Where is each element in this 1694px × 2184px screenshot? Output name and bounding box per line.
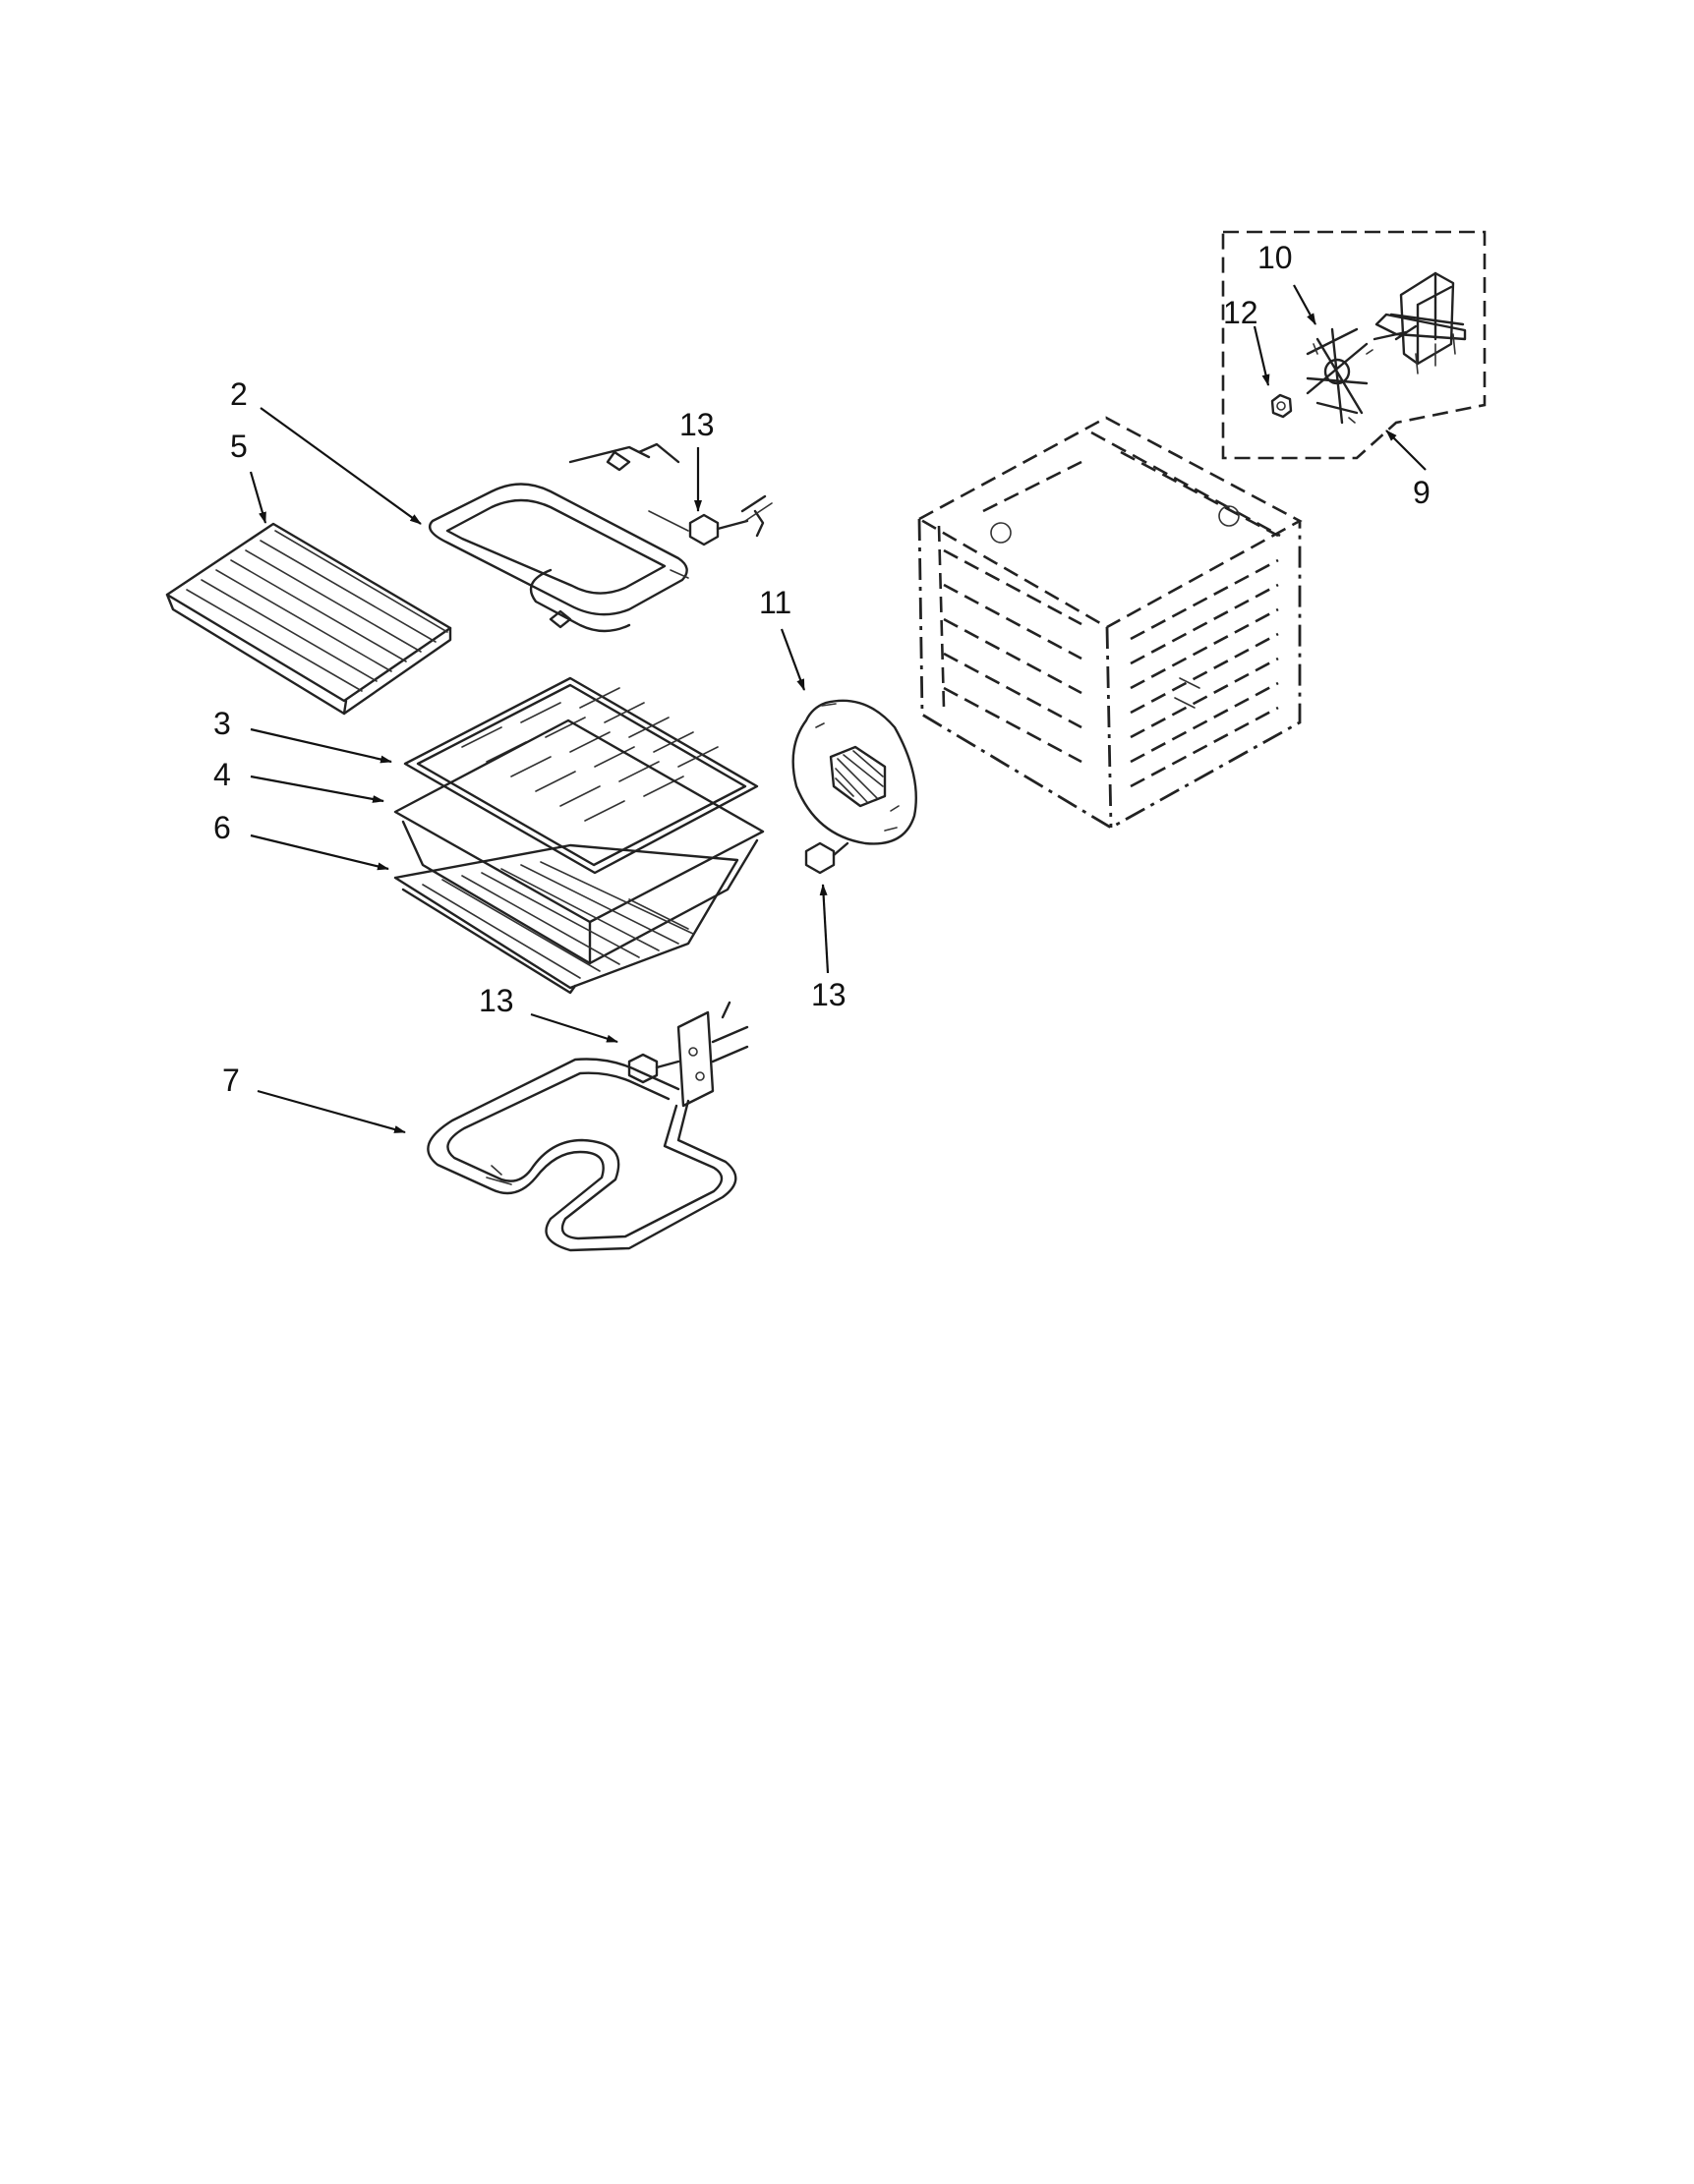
leader-2 [260,407,422,525]
callout-11: 11 [759,585,792,620]
broiler-grid-part-3 [403,676,759,875]
callout-7: 7 [222,1063,240,1098]
leader-13c [819,884,830,974]
leader-9 [1385,430,1427,471]
leader-5 [249,471,267,524]
broil-element-part-2 [428,442,689,633]
callout-13c: 13 [811,977,847,1012]
oven-cavity-reference [916,416,1303,830]
fan-motor [1373,271,1467,374]
broiler-pan-part-4 [393,718,765,965]
fan-blade-part-10 [1306,327,1373,425]
screw-part-13-middle [627,1053,680,1084]
nut-part-12 [1270,393,1293,419]
bake-element-part-7 [427,1058,737,1252]
fan-cover-vent [829,745,887,808]
fan-cover-part-11 [791,699,917,845]
leader-11 [780,628,806,691]
callout-9: 9 [1413,475,1431,510]
leader-7 [257,1089,406,1134]
callout-6: 6 [213,810,231,845]
bottom-pan-part-6 [393,843,739,995]
leader-10 [1293,284,1316,325]
callout-12: 12 [1223,295,1258,330]
callout-4: 4 [213,757,231,792]
terminal-bracket [676,1001,749,1108]
leader-4 [250,775,384,803]
screw-part-13-lower [804,841,849,875]
callout-13b: 13 [479,983,514,1018]
callout-10: 10 [1257,240,1293,275]
screw-part-13-top [688,494,773,546]
leader-13b [530,1012,618,1044]
callout-5: 5 [230,429,248,464]
callout-2: 2 [230,376,248,412]
leader-12 [1253,325,1270,386]
callout-13a: 13 [679,407,715,442]
rack-shield-part-5 [165,522,452,716]
callout-3: 3 [213,706,231,741]
fan-motor-assembly-box-part-9 [1221,230,1487,460]
leader-3 [250,727,392,764]
leader-6 [250,833,389,871]
leader-lines [249,284,1427,1134]
